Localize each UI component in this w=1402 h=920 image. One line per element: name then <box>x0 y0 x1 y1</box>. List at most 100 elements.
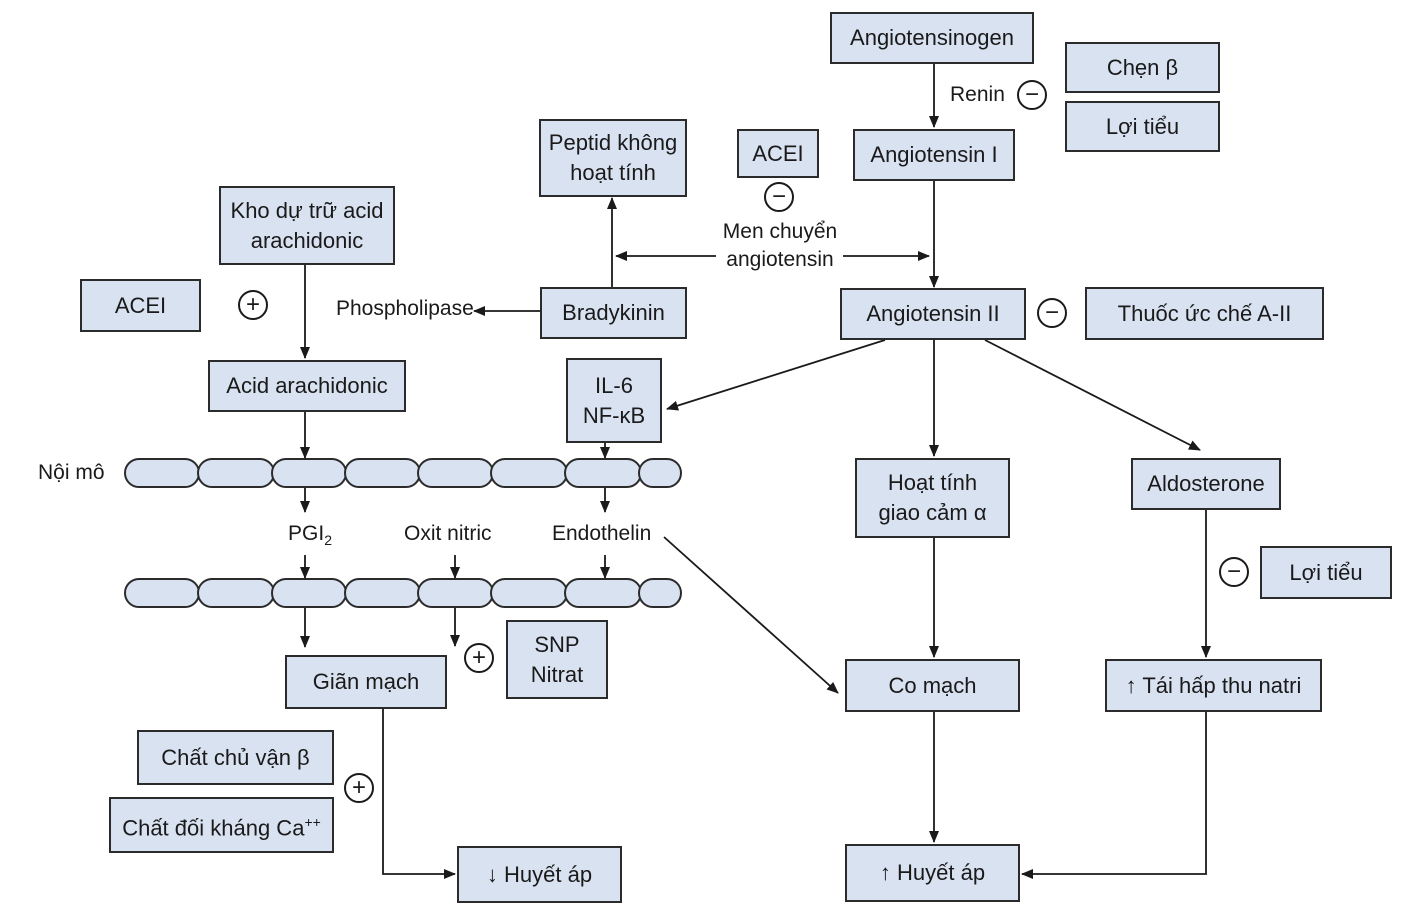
angiotensin-1-box: Angiotensin I <box>853 129 1015 181</box>
acid-arachidonic-label: Acid arachidonic <box>226 373 388 398</box>
snp-label: SNP <box>534 631 580 657</box>
hoat-tinh-giao-cam-box: Hoạt tính giao cảm α <box>855 458 1010 538</box>
chat-doi-khang-superscript: ++ <box>304 813 321 830</box>
chat-doi-khang-text: Chất đối kháng Ca <box>122 815 305 841</box>
thuoc-uc-che-label: Thuốc ức chế A-II <box>1117 300 1292 326</box>
loi-tieu-top-label: Lợi tiểu <box>1105 113 1180 139</box>
chat-doi-khang-label: Chất đối kháng Ca++ <box>122 807 321 843</box>
thuoc-uc-che-box: Thuốc ức chế A-II <box>1085 287 1324 340</box>
peptid-line1: Peptid không <box>548 130 678 155</box>
kho-du-tru-box: Kho dự trữ acid arachidonic <box>219 186 395 265</box>
acid-arachidonic-box: Acid arachidonic <box>208 360 406 412</box>
smooth-muscle-cell <box>417 578 494 608</box>
smooth-muscle-cell <box>638 578 682 608</box>
renin-minus-sign: − <box>1017 80 1047 110</box>
il6-nfkb-box: IL-6 NF-κB <box>566 358 662 443</box>
peptid-line2: hoạt tính <box>570 160 656 185</box>
men-chuyen-line2: angiotensin <box>726 248 834 271</box>
endothelium-cell <box>271 458 347 488</box>
pgi2-label: PGI2 <box>288 520 332 554</box>
hoat-tinh-line1: Hoạt tính <box>887 470 978 495</box>
kho-line2: arachidonic <box>250 227 364 253</box>
chat-chu-van-plus-sign: + <box>344 773 374 803</box>
endothelin-label: Endothelin <box>552 522 652 545</box>
loi-tieu-right-label: Lợi tiểu <box>1289 559 1363 585</box>
kho-du-tru-label: Kho dự trữ acid arachidonic <box>231 196 384 256</box>
arrow-gian-mach-to-huyet-ap-down <box>382 708 456 879</box>
chat-chu-van-box: Chất chủ vận β <box>137 730 334 785</box>
smooth-muscle-cell <box>344 578 421 608</box>
acei-top-box: ACEI <box>737 129 819 178</box>
chat-doi-khang-box: Chất đối kháng Ca++ <box>109 797 334 853</box>
smooth-muscle-cell <box>564 578 642 608</box>
arrow-tai-hap-thu-to-huyet-ap-up <box>1021 712 1207 879</box>
tai-hap-thu-label: ↑ Tái hấp thu natri <box>1125 672 1302 698</box>
oxit-nitric-label: Oxit nitric <box>404 522 492 545</box>
loi-tieu-top-box: Lợi tiểu <box>1065 101 1220 152</box>
men-chuyen-line1: Men chuyển <box>722 220 838 243</box>
huyet-ap-down-box: ↓ Huyết áp <box>457 846 622 903</box>
arrow-endothelin-to-co-mach <box>663 536 839 694</box>
nfkb-label: NF-κB <box>582 402 646 428</box>
endothelium-cell <box>124 458 200 488</box>
huyet-ap-up-label: ↑ Huyết áp <box>879 860 986 885</box>
men-chuyen-label: Men chuyển angiotensin <box>712 218 848 274</box>
endothelium-cell <box>344 458 421 488</box>
smooth-muscle-cell <box>124 578 200 608</box>
tai-hap-thu-natri-box: ↑ Tái hấp thu natri <box>1105 659 1322 712</box>
angiotensinogen-box: Angiotensinogen <box>830 12 1034 64</box>
chen-beta-label: Chẹn β <box>1106 54 1179 80</box>
kho-line1: Kho dự trữ acid <box>230 197 384 223</box>
phospholipase-label: Phospholipase <box>336 297 474 320</box>
gian-mach-box: Giãn mạch <box>285 655 447 709</box>
angiotensin-2-label: Angiotensin II <box>866 301 1000 326</box>
hoat-tinh-label: Hoạt tính giao cảm α <box>878 468 986 528</box>
bradykinin-box: Bradykinin <box>540 287 687 339</box>
chen-beta-box: Chẹn β <box>1065 42 1220 93</box>
noi-mo-label: Nội mô <box>38 461 105 484</box>
huyet-ap-up-box: ↑ Huyết áp <box>845 844 1020 902</box>
endothelium-cell <box>197 458 275 488</box>
angiotensinogen-label: Angiotensinogen <box>850 25 1014 50</box>
acei-left-box: ACEI <box>80 279 201 332</box>
il6-label: IL-6 <box>595 372 633 398</box>
arrow-angiotensin-2-to-il6 <box>666 339 886 411</box>
il6-nfkb-label: IL-6 NF-κB <box>583 371 645 431</box>
endothelium-cell <box>638 458 682 488</box>
aldosterone-label: Aldosterone <box>1147 471 1265 496</box>
bradykinin-label: Bradykinin <box>562 300 665 325</box>
snp-nitrat-box: SNP Nitrat <box>506 620 608 699</box>
peptid-label: Peptid không hoạt tính <box>549 128 677 188</box>
chat-chu-van-label: Chất chủ vận β <box>161 744 310 770</box>
aldosterone-box: Aldosterone <box>1131 458 1281 510</box>
smooth-muscle-cell <box>271 578 347 608</box>
renin-label: Renin <box>950 83 1005 106</box>
nitrat-label: Nitrat <box>530 661 584 687</box>
endothelium-cell <box>417 458 494 488</box>
angiotensin-2-minus-sign: − <box>1037 298 1067 328</box>
co-mach-box: Co mạch <box>845 659 1020 712</box>
endothelium-cell <box>490 458 568 488</box>
smooth-muscle-cell <box>197 578 275 608</box>
angiotensin-1-label: Angiotensin I <box>870 142 998 167</box>
acei-left-plus-sign: + <box>238 290 268 320</box>
co-mach-label: Co mạch <box>888 672 977 698</box>
endothelium-cell <box>564 458 642 488</box>
angiotensin-2-box: Angiotensin II <box>840 288 1026 340</box>
pgi-text: PGI <box>288 522 325 545</box>
arrow-angiotensin-2-to-aldosterone <box>984 339 1201 451</box>
acei-left-label: ACEI <box>114 292 167 318</box>
acei-top-label: ACEI <box>752 140 804 166</box>
smooth-muscle-cell <box>490 578 568 608</box>
gian-mach-label: Giãn mạch <box>312 669 420 694</box>
hoat-tinh-line2: giao cảm α <box>878 500 987 525</box>
pgi-subscript: 2 <box>324 532 332 549</box>
acei-top-minus-sign: − <box>764 182 794 212</box>
huyet-ap-down-label: ↓ Huyết áp <box>486 861 593 887</box>
loi-tieu-right-box: Lợi tiểu <box>1260 546 1392 599</box>
snp-plus-sign: + <box>464 643 494 673</box>
peptid-box: Peptid không hoạt tính <box>539 119 687 197</box>
aldosterone-minus-sign: − <box>1219 557 1249 587</box>
